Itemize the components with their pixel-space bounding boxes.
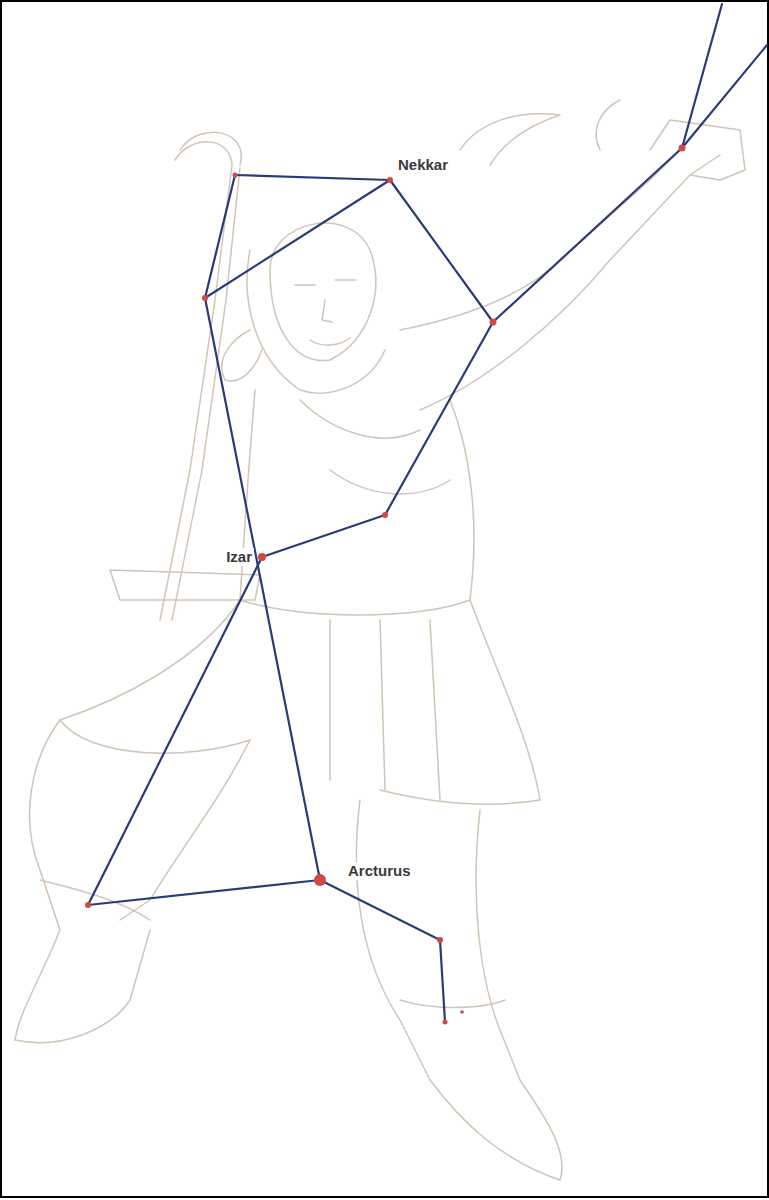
star-label: Nekkar [396, 156, 450, 174]
herdsman-figure [15, 100, 745, 1180]
stars [85, 145, 686, 1025]
star-label: Izar [224, 548, 254, 566]
star-label: Arcturus [346, 862, 413, 880]
constellation-lines [88, 4, 767, 1022]
